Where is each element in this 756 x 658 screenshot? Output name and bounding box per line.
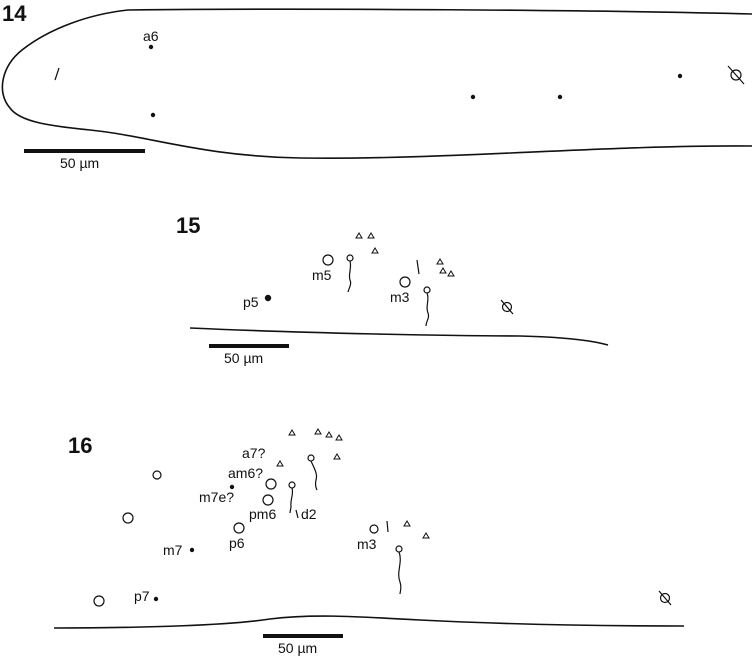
label-pm6: pm6 bbox=[249, 506, 276, 522]
label-m5: m5 bbox=[312, 267, 332, 283]
label-a7: a7? bbox=[242, 445, 266, 461]
sensillum-icon bbox=[395, 545, 403, 595]
sensillum-icon bbox=[423, 286, 431, 327]
triangle-mark bbox=[367, 232, 375, 239]
pseudocellus-icon bbox=[658, 590, 672, 606]
seta-dot bbox=[677, 73, 683, 79]
triangle-mark bbox=[314, 428, 322, 435]
figure-15: 15 m5 m3 p5 50 µm bbox=[176, 213, 609, 366]
figure-number-15: 15 bbox=[176, 213, 200, 238]
pseudocellus-icon bbox=[500, 299, 514, 315]
seta-pm6-socket bbox=[262, 494, 274, 506]
pseudocellus-icon bbox=[727, 65, 745, 85]
seta-d2-mark bbox=[295, 509, 299, 519]
seta-am6-socket bbox=[265, 478, 277, 490]
triangle-mark bbox=[325, 431, 333, 438]
figure-number-16: 16 bbox=[68, 433, 92, 458]
label-a6: a6 bbox=[143, 28, 159, 44]
seta-a6-dot bbox=[148, 44, 154, 50]
label-p7: p7 bbox=[134, 588, 150, 604]
seta-m7e-dot bbox=[229, 484, 235, 490]
seta-dot bbox=[470, 94, 476, 100]
label-p5: p5 bbox=[243, 294, 259, 310]
triangle-mark bbox=[333, 453, 341, 460]
seta-m3-socket bbox=[369, 524, 379, 534]
scale-label-14: 50 µm bbox=[60, 155, 99, 171]
label-m7e: m7e? bbox=[199, 489, 234, 505]
seta-m5-socket bbox=[322, 254, 334, 266]
triangle-mark bbox=[422, 532, 430, 539]
label-d2: d2 bbox=[301, 506, 317, 522]
figure-number-14: 14 bbox=[2, 1, 27, 26]
seta-mark-14 bbox=[54, 67, 60, 81]
body-outline-15 bbox=[189, 327, 609, 346]
triangle-mark bbox=[335, 434, 343, 441]
scale-label-15: 50 µm bbox=[224, 350, 263, 366]
figure-16: 16 a7? am6? m7e? pm6 d2 p6 m7 bbox=[53, 428, 685, 656]
label-am6: am6? bbox=[228, 465, 263, 481]
label-p6: p6 bbox=[229, 535, 245, 551]
body-outline-16 bbox=[53, 615, 685, 629]
seta-mark bbox=[416, 259, 420, 275]
triangle-mark bbox=[276, 460, 284, 467]
seta-p6-socket bbox=[233, 522, 245, 534]
sensillum-icon bbox=[307, 454, 318, 491]
figure-14: 14 a6 50 µm bbox=[1, 1, 753, 171]
label-m3: m3 bbox=[390, 289, 410, 305]
triangle-mark bbox=[436, 258, 444, 265]
label-m7: m7 bbox=[163, 542, 183, 558]
triangle-mark bbox=[371, 247, 379, 254]
triangle-mark bbox=[447, 270, 455, 277]
label-m3: m3 bbox=[357, 536, 377, 552]
seta-m3-socket bbox=[399, 276, 411, 288]
seta-mark bbox=[386, 520, 389, 533]
seta-dot bbox=[557, 94, 563, 100]
sensillum-icon bbox=[288, 481, 296, 514]
seta-socket bbox=[93, 595, 105, 607]
triangle-mark bbox=[439, 267, 447, 274]
seta-socket bbox=[122, 512, 134, 524]
sensillum-icon bbox=[346, 254, 354, 293]
seta-m7-dot bbox=[189, 547, 195, 553]
seta-p5-dot bbox=[264, 294, 272, 302]
body-outline-14 bbox=[1, 8, 753, 159]
seta-socket bbox=[152, 470, 162, 480]
scale-label-16: 50 µm bbox=[278, 640, 317, 656]
seta-dot bbox=[150, 112, 156, 118]
seta-p7-dot bbox=[153, 596, 159, 602]
triangle-mark bbox=[403, 520, 411, 527]
triangle-mark bbox=[288, 429, 296, 436]
triangle-mark bbox=[355, 232, 363, 239]
